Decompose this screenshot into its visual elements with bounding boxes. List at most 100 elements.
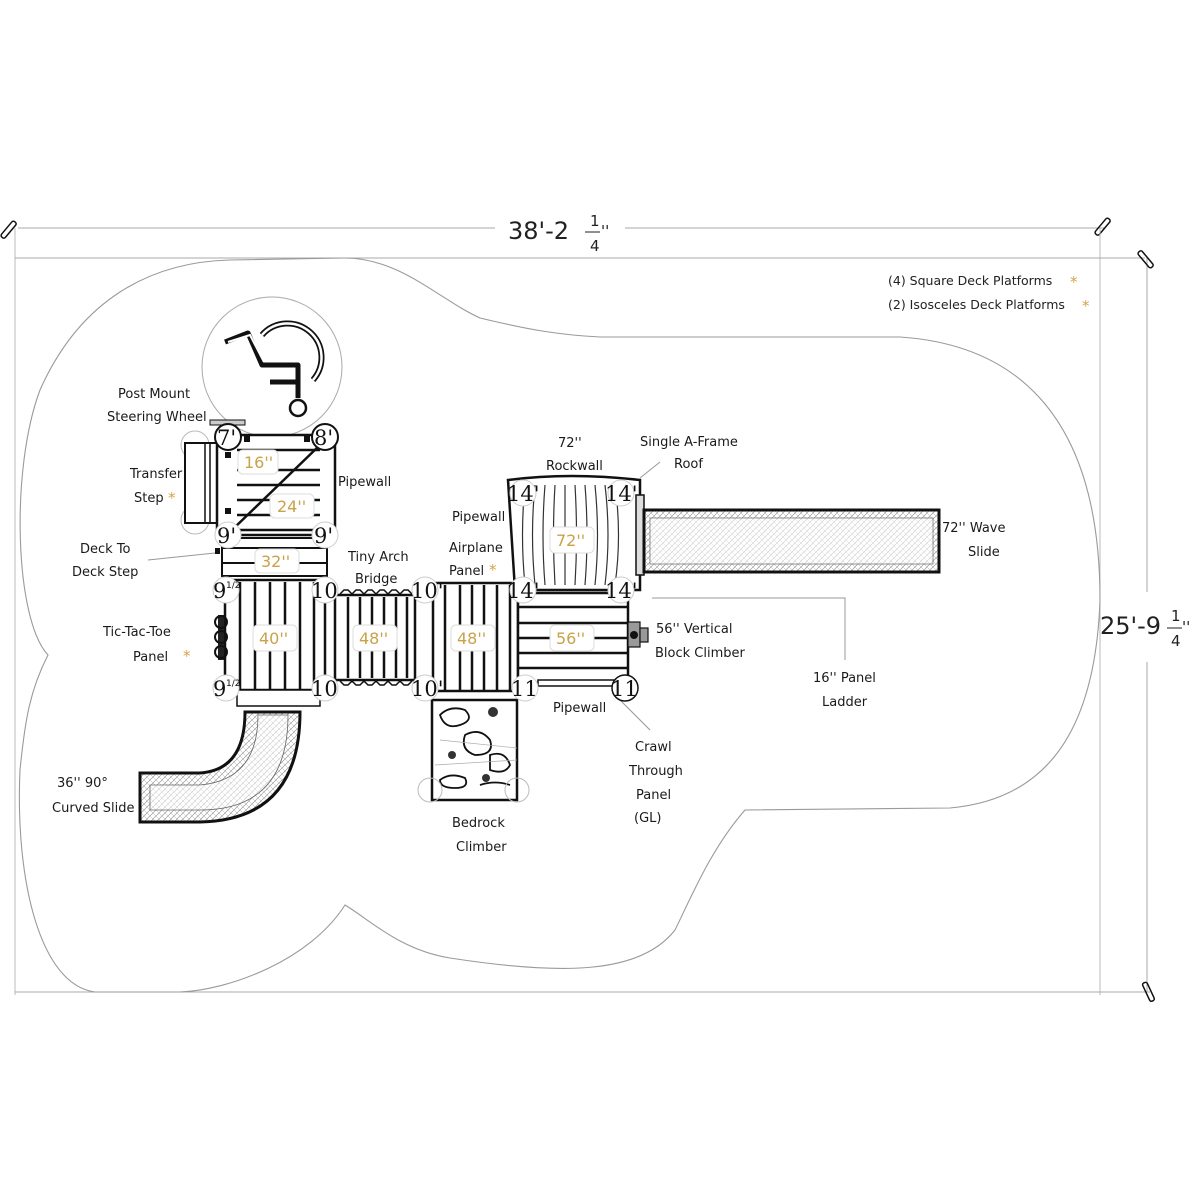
label-tiny-arch-2: Bridge — [355, 572, 397, 587]
transfer-step — [180, 430, 218, 535]
deck-label: 40'' — [252, 624, 298, 652]
marker-asterisk: * — [489, 561, 497, 579]
deck-label: 72'' — [549, 526, 595, 554]
height-dimension: 25'-9 1 4 '' — [15, 250, 1190, 1003]
svg-text:72'': 72'' — [556, 531, 585, 550]
label-wave-slide: 72'' Wave — [942, 521, 1006, 536]
block-climber — [627, 621, 649, 648]
svg-text:16'': 16'' — [244, 453, 273, 472]
svg-text:48'': 48'' — [457, 629, 486, 648]
svg-text:11: 11 — [511, 677, 538, 701]
leader-lines — [147, 461, 846, 731]
svg-text:24'': 24'' — [277, 497, 306, 516]
deck-label: 32'' — [254, 548, 300, 574]
label-block-climber-2: Block Climber — [655, 646, 746, 661]
post: 10 — [311, 576, 339, 604]
marker-asterisk: * — [183, 647, 191, 665]
label-crawl-through-3: Panel — [636, 788, 671, 803]
label-curved-slide: 36'' 90° — [57, 776, 108, 791]
svg-text:7': 7' — [217, 426, 236, 450]
note-square-decks: (4) Square Deck Platforms — [888, 273, 1052, 288]
label-pipewall-top: Pipewall — [338, 475, 391, 490]
svg-text:56'': 56'' — [556, 629, 585, 648]
post: 10' — [411, 674, 444, 702]
dimension-tick — [0, 220, 17, 239]
note-marker: * — [1082, 297, 1090, 315]
label-wave-slide-2: Slide — [968, 545, 1000, 560]
label-deck-step-2: Deck Step — [72, 565, 138, 580]
label-aframe-2: Roof — [674, 457, 703, 472]
label-aframe: Single A-Frame — [640, 435, 738, 450]
svg-text:48'': 48'' — [359, 629, 388, 648]
deck-label: 56'' — [549, 624, 595, 652]
label-panel-ladder: 16'' Panel — [813, 671, 876, 686]
post: 14' — [605, 479, 638, 507]
svg-text:9: 9 — [213, 579, 226, 603]
label-crawl-through-2: Through — [628, 764, 683, 779]
bedrock-climber — [417, 698, 530, 803]
svg-text:40'': 40'' — [259, 629, 288, 648]
curved-slide — [138, 710, 302, 824]
tic-tac-toe-panel — [214, 615, 228, 660]
svg-text:14': 14' — [507, 579, 540, 603]
post: 9' — [214, 521, 242, 549]
width-frac-den: 4 — [590, 237, 600, 255]
svg-text:11: 11 — [611, 677, 638, 701]
label-airplane-2: Panel — [449, 564, 484, 579]
height-frac-den: 4 — [1171, 632, 1181, 650]
svg-text:14': 14' — [605, 482, 638, 506]
label-curved-slide-2: Curved Slide — [52, 801, 134, 816]
label-tiny-arch: Tiny Arch — [347, 550, 409, 565]
label-tic-tac-toe-2: Panel — [133, 650, 168, 665]
label-steering-wheel-2: Steering Wheel — [107, 410, 207, 425]
label-bedrock: Bedrock — [452, 816, 505, 831]
label-crawl-through-4: (GL) — [634, 811, 661, 826]
post: 10' — [411, 576, 444, 604]
post: 8' — [311, 423, 339, 451]
svg-text:10: 10 — [311, 677, 338, 701]
post: 11 — [611, 674, 639, 702]
height-feet: 25'-9 — [1100, 612, 1161, 640]
svg-text:9: 9 — [213, 677, 226, 701]
svg-text:14': 14' — [507, 482, 540, 506]
post: 7' — [214, 423, 242, 451]
svg-text:1/2: 1/2 — [226, 679, 240, 689]
svg-text:10: 10 — [311, 579, 338, 603]
label-pipewall-bottom: Pipewall — [553, 701, 606, 716]
label-steering-wheel: Post Mount — [118, 387, 190, 402]
svg-text:1/2: 1/2 — [226, 581, 240, 591]
dimension-tick — [1141, 981, 1156, 1003]
deck-label: 16'' — [237, 449, 279, 475]
svg-text:10': 10' — [411, 677, 444, 701]
label-pipewall-mid: Pipewall — [452, 510, 505, 525]
wheelchair-icon — [201, 296, 343, 438]
label-crawl-through: Crawl — [635, 740, 672, 755]
width-inch: '' — [601, 222, 609, 240]
dimension-tick — [1137, 250, 1154, 269]
dimension-tick — [1094, 217, 1111, 236]
platform-notes: (4) Square Deck Platforms * (2) Isoscele… — [888, 273, 1090, 315]
note-isosceles-decks: (2) Isosceles Deck Platforms — [888, 297, 1065, 312]
deck-label: 24'' — [269, 493, 315, 519]
width-frac-num: 1 — [590, 212, 600, 230]
height-frac-num: 1 — [1171, 607, 1181, 625]
label-panel-ladder-2: Ladder — [822, 695, 868, 710]
svg-text:9': 9' — [217, 524, 236, 548]
label-tic-tac-toe: Tic-Tac-Toe — [102, 625, 171, 640]
note-marker: * — [1070, 273, 1078, 291]
label-transfer-step: Transfer — [129, 467, 183, 482]
label-rockwall-2: Rockwall — [546, 459, 603, 474]
label-block-climber: 56'' Vertical — [656, 622, 732, 637]
svg-text:8': 8' — [314, 426, 333, 450]
safety-zone-outline — [18, 257, 1101, 993]
deck-label: 48'' — [450, 624, 496, 652]
svg-text:14': 14' — [605, 579, 638, 603]
post: 11 — [511, 674, 539, 702]
post: 14' — [507, 576, 540, 604]
post: 10 — [311, 674, 339, 702]
post: 14' — [605, 576, 638, 604]
